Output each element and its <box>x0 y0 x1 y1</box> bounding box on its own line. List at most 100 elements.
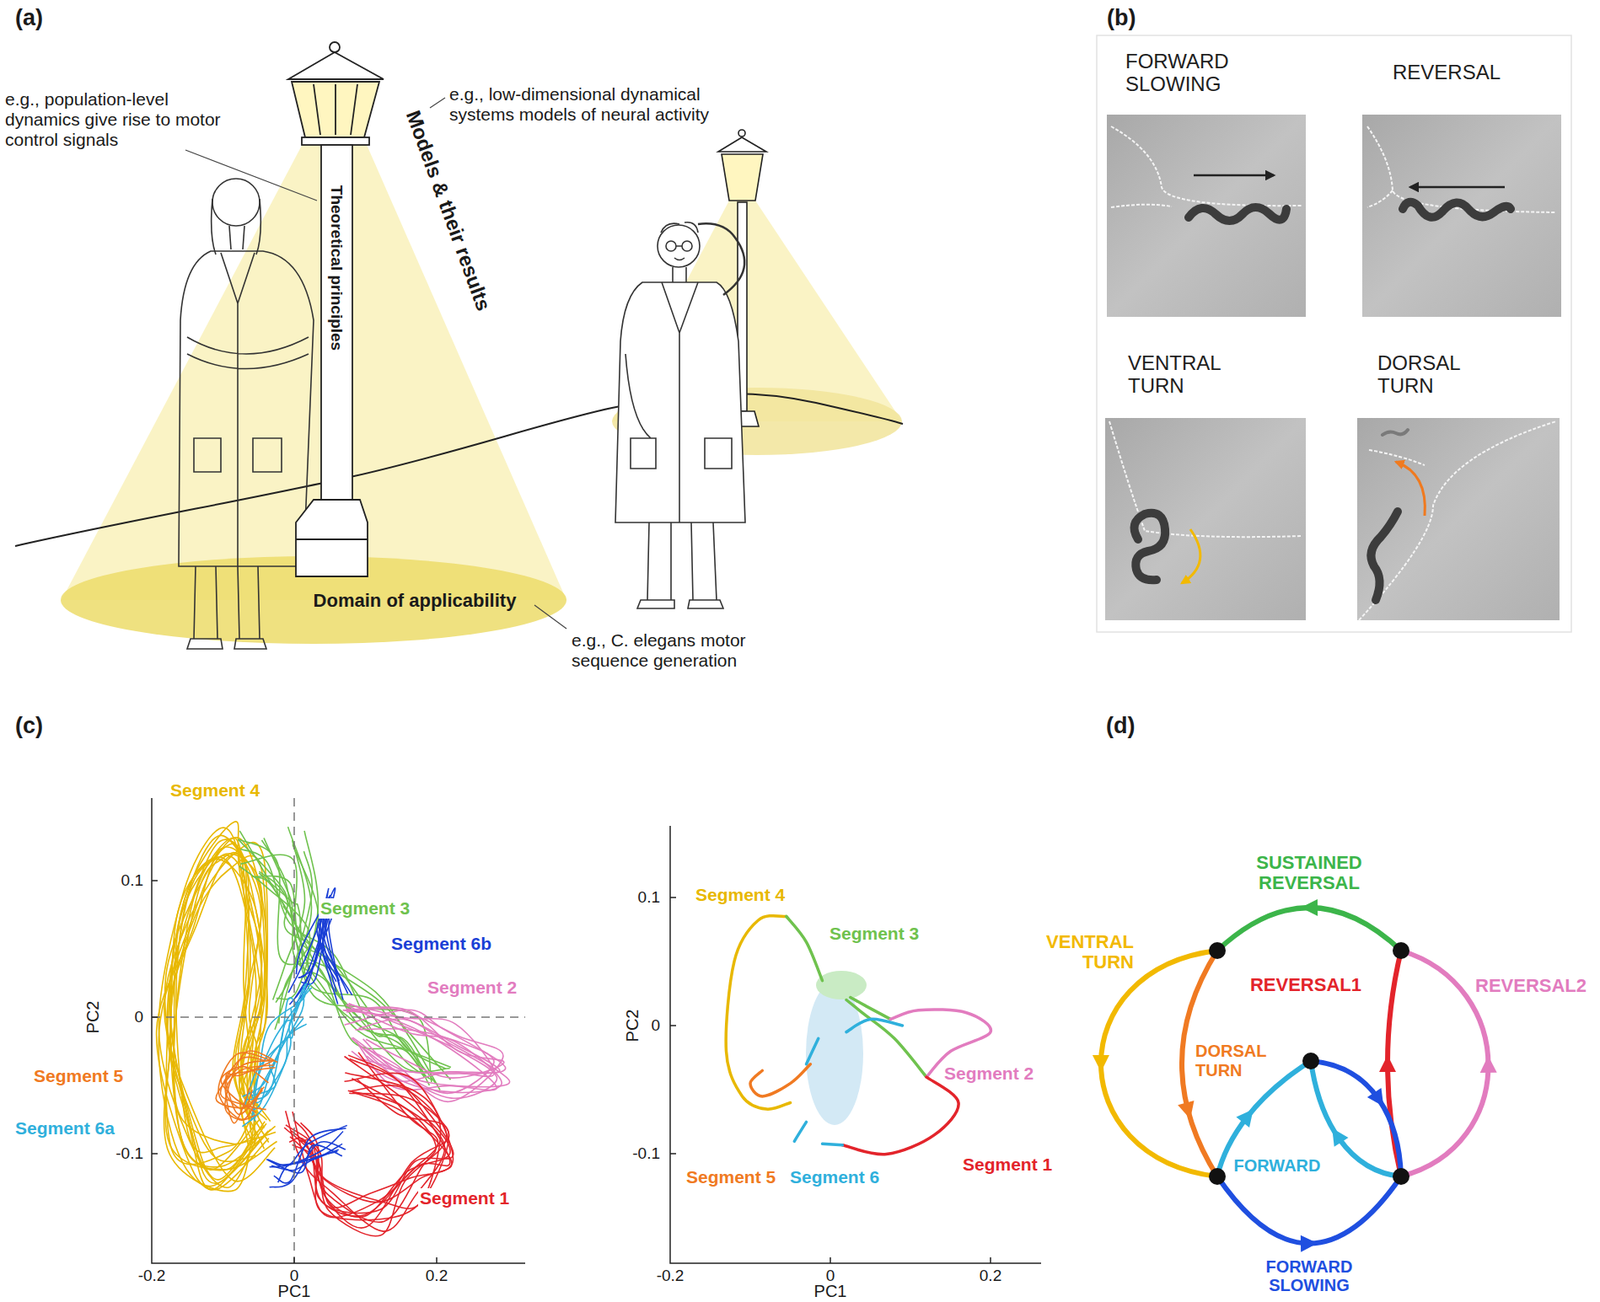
worm-frame: DORSAL TURN <box>1357 418 1560 621</box>
mean-trajectory <box>750 1064 811 1097</box>
mean-trajectory <box>806 1038 819 1065</box>
panel-frame <box>1096 35 1572 633</box>
arrowhead <box>1379 1055 1396 1073</box>
leader-line <box>429 97 446 108</box>
light-cone <box>61 139 567 601</box>
tick-label: 0.1 <box>121 871 144 891</box>
horizon-line <box>15 393 903 547</box>
worm <box>1188 207 1287 221</box>
worm <box>1370 511 1398 601</box>
segment-label: Segment 5 <box>684 1167 778 1188</box>
axis-label: PC2 <box>83 1001 103 1035</box>
motion-arrow <box>1410 186 1505 189</box>
state-label: REVERSAL2 <box>1475 975 1587 997</box>
mean-trajectory <box>842 1077 959 1155</box>
photo-ground <box>1362 114 1562 317</box>
segment-label: Segment 4 <box>168 780 262 801</box>
worm-frame: VENTRAL TURN <box>1105 418 1306 621</box>
state-label: FORWARD SLOWING <box>1250 1257 1369 1295</box>
worm-track <box>1111 126 1302 208</box>
trajectory <box>215 1061 273 1109</box>
trajectory <box>278 1143 343 1183</box>
trajectory <box>263 837 432 1083</box>
state-dot <box>1392 942 1410 960</box>
lantern-panes <box>313 84 358 135</box>
tick-label: -0.2 <box>656 1267 685 1286</box>
lamp-lantern <box>291 81 380 138</box>
transition-arc <box>1310 1061 1402 1177</box>
segment-label: Segment 6b <box>389 934 494 955</box>
head <box>212 178 260 226</box>
trajectory <box>269 1132 344 1168</box>
segment-label: Segment 1 <box>418 1188 511 1209</box>
leader-line <box>185 150 317 201</box>
legs <box>187 566 267 650</box>
panel-letter: (d) <box>1106 713 1135 740</box>
frame-heading: FORWARD SLOWING <box>1125 49 1252 97</box>
lamp-base <box>295 499 368 577</box>
transition-arc <box>1217 907 1402 951</box>
domain-caption: Domain of applicability <box>313 590 517 612</box>
tick-label: 0 <box>134 1008 144 1027</box>
state-dot <box>1208 942 1226 960</box>
tick-label: 0.1 <box>638 888 661 908</box>
man-figure <box>615 222 746 609</box>
trajectory <box>156 847 269 1191</box>
state-label: VENTRAL TURN <box>1024 932 1134 973</box>
turn-arrow <box>1395 461 1425 516</box>
worm-frame: FORWARD SLOWING <box>1106 114 1306 317</box>
state-dot <box>1392 1168 1410 1186</box>
base-band <box>295 538 368 541</box>
tick-label: 0.2 <box>425 1267 448 1286</box>
state-label: DORSAL TURN <box>1195 1041 1276 1081</box>
transition-arc <box>1401 950 1489 1177</box>
axis-label: PC1 <box>814 1282 848 1302</box>
leader-line <box>534 605 567 629</box>
glasses <box>665 241 677 252</box>
trajectory <box>225 1060 274 1115</box>
segment-label: Segment 3 <box>827 923 921 945</box>
arrowhead <box>1331 1128 1348 1148</box>
arrowhead <box>1300 899 1318 917</box>
pole-caption: Theoretical principles <box>327 185 346 351</box>
state-label: FORWARD <box>1234 1156 1321 1176</box>
tick-label: 0.2 <box>979 1267 1002 1286</box>
worm <box>1134 513 1166 580</box>
mean-trajectory <box>725 916 790 1111</box>
trajectory <box>273 1128 347 1184</box>
segment-label: Segment 4 <box>693 885 787 906</box>
segment-label: Segment 2 <box>942 1063 1036 1085</box>
tick-label: -0.1 <box>115 1144 144 1164</box>
segment-label: Segment 5 <box>32 1066 125 1087</box>
motion-arrow <box>1193 174 1274 178</box>
worm-photo <box>1357 418 1560 621</box>
photo-ground <box>1105 418 1306 621</box>
lamp-roof <box>288 52 384 80</box>
trajectory <box>170 855 267 1191</box>
trajectory <box>239 831 441 1091</box>
photo-ground <box>1106 114 1306 317</box>
trajectory-group <box>725 916 991 1155</box>
transition-arc <box>1310 1061 1402 1177</box>
raised-arm <box>697 223 745 296</box>
transition-arc <box>1217 1176 1402 1245</box>
trajectory <box>218 1052 271 1120</box>
trajectory-group <box>156 821 511 1237</box>
big-lamp <box>288 42 384 577</box>
woman-figure <box>178 178 314 650</box>
trajectory <box>239 866 426 1077</box>
worm-photo <box>1105 418 1306 621</box>
axis-label: PC1 <box>278 1282 312 1302</box>
turn-arrow <box>1181 529 1201 584</box>
coat-details <box>187 252 309 567</box>
state-arcs <box>1092 899 1498 1253</box>
arrowhead <box>1092 1055 1110 1073</box>
glasses <box>681 241 693 252</box>
state-label: SUSTAINED REVERSAL <box>1233 853 1386 894</box>
mean-trajectory <box>850 998 892 1021</box>
lab-coat <box>178 251 314 567</box>
tick-label: 0 <box>650 1016 661 1036</box>
mean-trajectory <box>822 1143 843 1146</box>
